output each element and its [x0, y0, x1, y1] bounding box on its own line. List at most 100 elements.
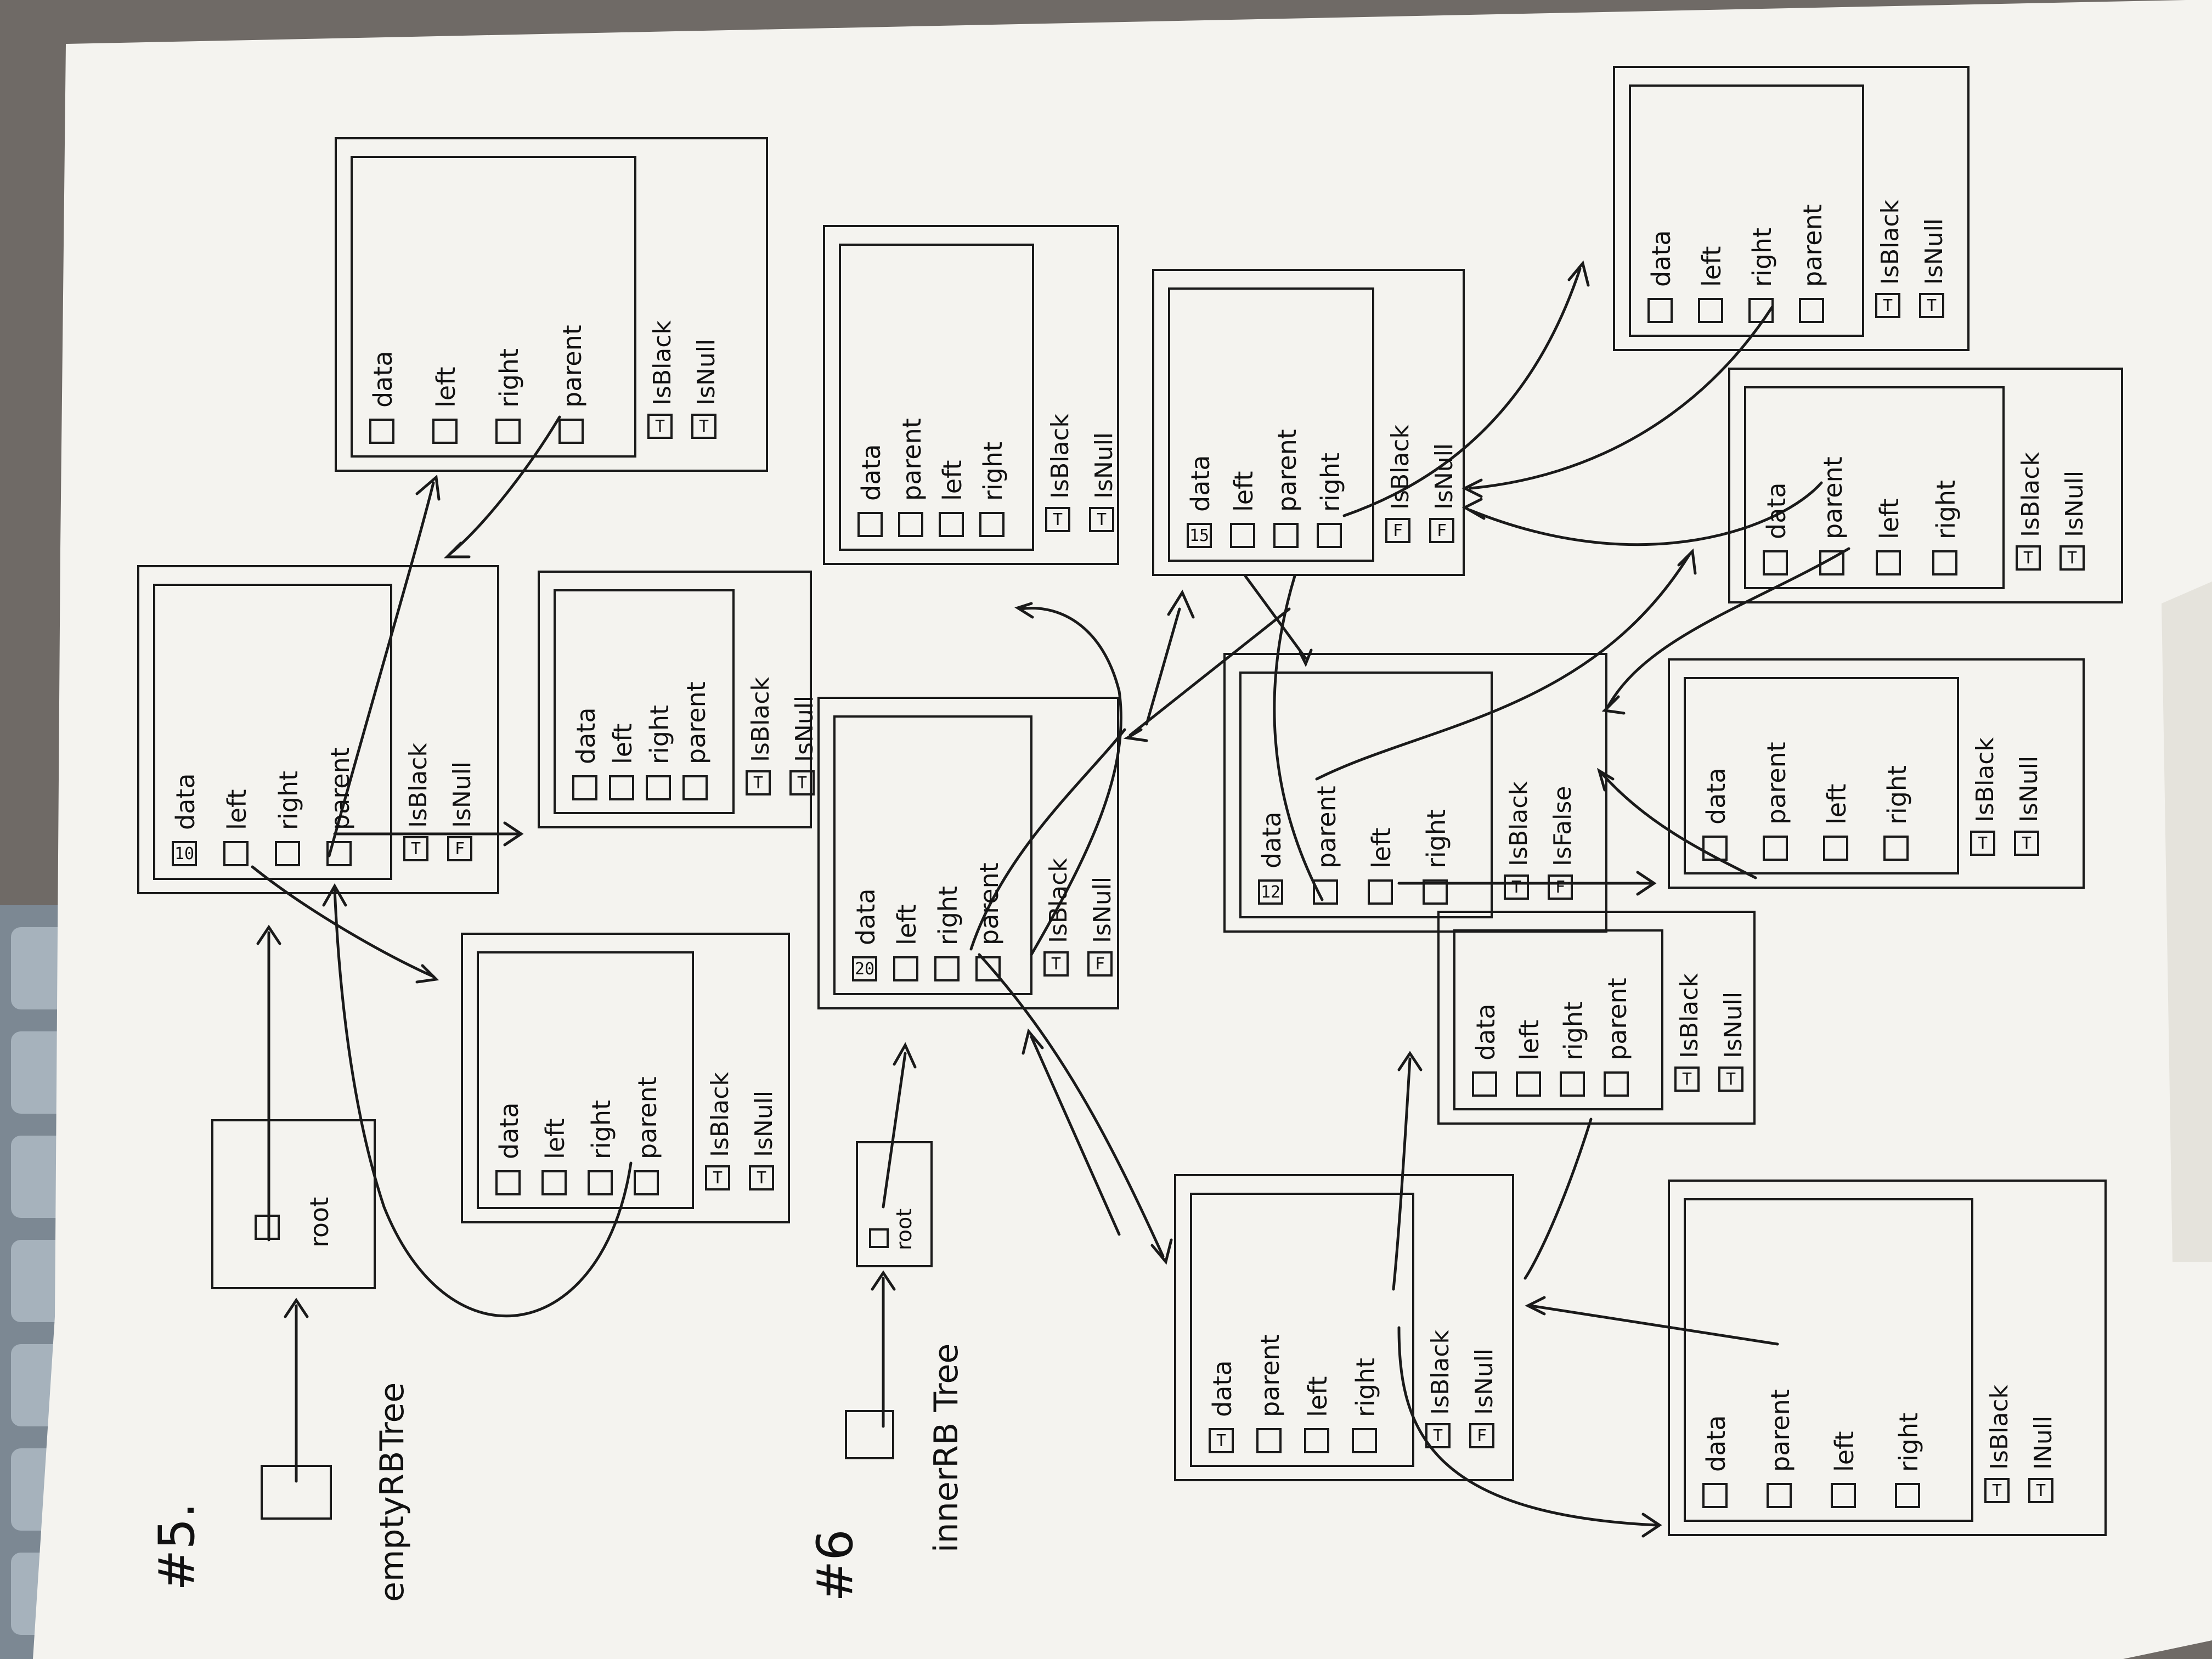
flag-label: IsNull [1920, 218, 1948, 285]
field-value-box [275, 841, 300, 866]
empty-tree-label: emptyRBTree [373, 1382, 411, 1602]
field-label: data [1257, 811, 1286, 868]
flag-label: IsBlack [1876, 200, 1904, 285]
field-label: parent [681, 681, 711, 764]
root-container: root [211, 1119, 376, 1289]
flag-value-box: F [1548, 874, 1573, 900]
flag-label: IsNull [692, 338, 720, 405]
field-label: data [1701, 1415, 1731, 1472]
field-value-box [541, 1170, 567, 1195]
field-label: data [851, 888, 881, 945]
field-value-box [572, 775, 597, 800]
field-label: right [1559, 1001, 1588, 1060]
flag-value-box: T [1984, 1478, 2010, 1503]
field-value-box [1932, 550, 1957, 575]
flag-label: IsBlack [1386, 425, 1414, 510]
field-value-box [939, 512, 964, 537]
field-label: parent [1762, 742, 1791, 825]
flag-label: INull [2029, 1415, 2057, 1470]
field-label: parent [1255, 1334, 1285, 1417]
field-value-box [1702, 836, 1728, 861]
field-value-box [1763, 836, 1788, 861]
flag-value-box: T [2059, 545, 2085, 571]
field-value-box [588, 1170, 613, 1195]
field-label: left [1875, 498, 1904, 539]
flag-label: IsNull [1090, 432, 1118, 499]
field-label: right [1931, 479, 1961, 539]
field-label: left [1830, 1431, 1859, 1472]
flag-label: IsFalse [1549, 786, 1577, 866]
field-value-box: 10 [172, 841, 197, 866]
field-label: data [571, 707, 601, 764]
flag-value-box: T [1875, 293, 1900, 318]
flag-value-box: T [705, 1165, 730, 1190]
field-label: data [1471, 1003, 1500, 1060]
flag-value-box: F [447, 836, 472, 861]
flag-label: IsNull [791, 695, 819, 762]
field-value-box: 15 [1187, 523, 1212, 548]
field-label: data [171, 773, 200, 830]
field-label: data [1701, 768, 1731, 825]
field-value-box [223, 841, 249, 866]
field-value-box [1230, 523, 1255, 548]
field-value-box [558, 419, 584, 444]
field-value-box [1317, 523, 1342, 548]
field-value-box [1560, 1071, 1585, 1097]
field-label: left [892, 904, 922, 945]
field-label: parent [974, 862, 1004, 945]
field-label: right [586, 1099, 616, 1159]
field-value-box [682, 775, 708, 800]
field-label: right [1747, 227, 1777, 287]
flag-label: IsBlack [648, 320, 676, 405]
field-value-box [326, 841, 352, 866]
root-checkbox [255, 1215, 280, 1240]
field-value-box: 12 [1258, 879, 1283, 905]
field-value-box [1472, 1071, 1497, 1097]
field-label: right [645, 704, 674, 764]
flag-label: IsBlack [1675, 973, 1703, 1058]
field-value-box [1368, 879, 1393, 905]
field-value-box [1767, 1483, 1792, 1508]
field-value-box [1698, 298, 1723, 323]
field-label: parent [1272, 429, 1302, 512]
field-label: right [1882, 765, 1912, 825]
field-value-box [1604, 1071, 1629, 1097]
field-label: right [1316, 452, 1345, 512]
root-checkbox [869, 1228, 889, 1248]
field-label: left [222, 789, 252, 830]
flag-label: IsBlack [1971, 737, 1999, 822]
field-value-box [369, 419, 394, 444]
field-value-box [979, 512, 1005, 537]
flag-value-box: T [789, 770, 815, 795]
field-value-box [1423, 879, 1448, 905]
field-value-box [1702, 1483, 1728, 1508]
field-value-box [1273, 523, 1299, 548]
flag-label: IsBlack [1505, 781, 1533, 866]
flag-label: IsNull [750, 1090, 778, 1157]
field-label: right [1894, 1412, 1923, 1472]
field-label: parent [1798, 204, 1827, 287]
flag-value-box: F [1429, 518, 1454, 543]
field-label: parent [633, 1076, 662, 1159]
field-value-box [893, 956, 918, 981]
field-value-box [1304, 1428, 1329, 1453]
